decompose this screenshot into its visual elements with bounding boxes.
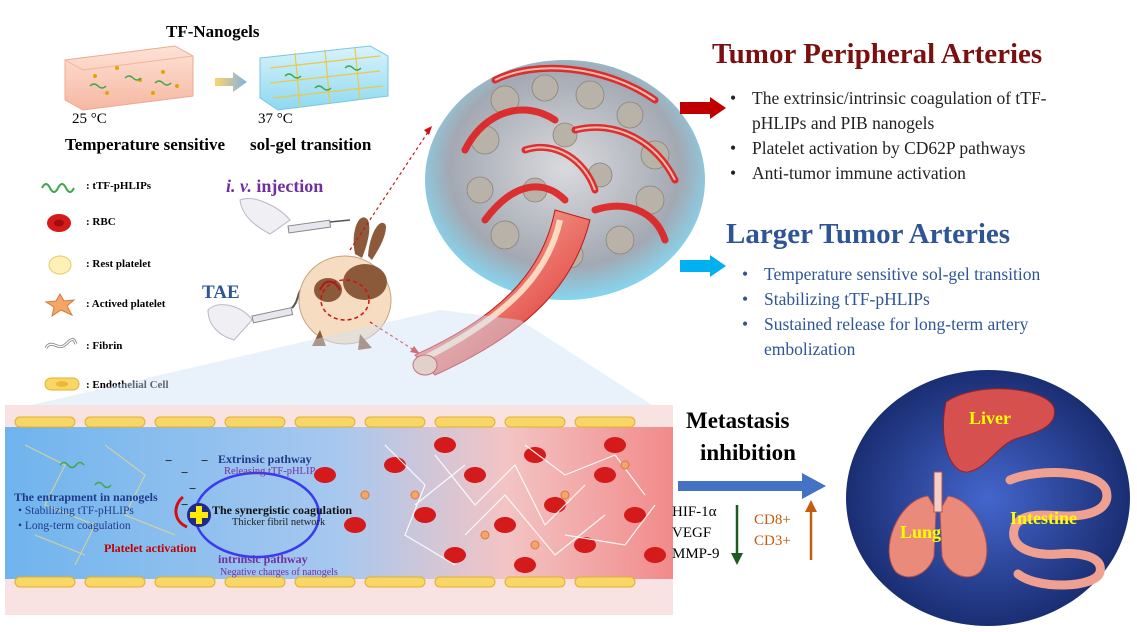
peripheral-item-0: The extrinsic/intrinsic coagulation of t…	[726, 86, 1096, 136]
blood-vessel-illustration: −−−−−	[5, 405, 673, 615]
projection-fan	[10, 310, 660, 410]
rbc-icon	[47, 214, 71, 232]
iv-rest: injection	[251, 176, 324, 196]
liver-icon	[942, 388, 1055, 473]
tTF-pHLIP-icon	[41, 183, 75, 193]
iv-italic: i. v.	[226, 176, 252, 196]
legend-label-1: : RBC	[86, 216, 116, 228]
larger-list: Temperature sensitive sol-gel transition…	[738, 262, 1108, 362]
legend-label-2: : Rest platelet	[86, 258, 151, 270]
blue-arrow-icon	[678, 473, 826, 499]
larger-item-2: Sustained release for long-term artery e…	[738, 312, 1094, 362]
longterm-label: • Long-term coagulation	[18, 520, 131, 532]
intrinsic-label: intrinsic pathway	[218, 552, 308, 566]
tae-label: TAE	[202, 282, 240, 303]
red-arrow-icon	[680, 97, 726, 119]
organ-circle-illustration	[846, 370, 1130, 626]
organ-label-lung: Lung	[900, 522, 942, 542]
metastasis-line1: Metastasis	[686, 408, 790, 433]
metastasis-line2: inhibition	[700, 440, 796, 465]
legend-label-3: : Actived platelet	[86, 298, 166, 310]
larger-item-1: Stabilizing tTF-pHLIPs	[738, 287, 1108, 312]
peripheral-item-1: Platelet activation by CD62P pathways	[726, 136, 1096, 161]
temp-left: 25 °C	[72, 111, 107, 127]
platelet-activation-label: Platelet activation	[104, 541, 197, 555]
entrapment-label: The entrapment in nanogels	[14, 490, 158, 504]
nanogel-blocks-illustration	[64, 45, 389, 111]
peripheral-item-2: Anti-tumor immune activation	[726, 161, 1096, 186]
down-item-1: VEGF	[672, 525, 712, 541]
rest-platelet-icon	[48, 255, 72, 275]
lung-icon	[888, 471, 988, 578]
svg-text:−: −	[181, 465, 188, 480]
iv-injection-label: i. v. injection	[226, 176, 323, 197]
temp-right: 37 °C	[258, 111, 293, 127]
legend-label-0: : tTF-pHLIPs	[86, 180, 152, 192]
label-temperature-sensitive: Temperature sensitive	[65, 135, 226, 154]
label-sol-gel: sol-gel transition	[250, 135, 372, 154]
rabbit-icon	[298, 217, 392, 350]
negative-label: Negative charges of nanogels	[220, 567, 338, 578]
down-arrow-icon	[731, 505, 743, 565]
down-item-0: HIF-1α	[672, 504, 717, 520]
intestine-icon	[1005, 468, 1112, 590]
legend-label-5: : Endothelial Cell	[86, 379, 169, 391]
larger-title: Larger Tumor Arteries	[726, 218, 1011, 250]
rabbit-injection-illustration	[207, 198, 392, 350]
releasing-label: Releasing tTF-pHLIP	[224, 466, 316, 477]
thicker-label: Thicker fibril network	[232, 517, 326, 528]
extrinsic-label: Extrinsic pathway	[218, 452, 312, 466]
svg-text:−: −	[201, 453, 208, 468]
upregulated-list: CD8+ CD3+	[754, 510, 791, 552]
fibrin-icon	[44, 337, 78, 349]
up-arrow-icon	[805, 500, 817, 560]
up-item-1: CD3+	[754, 533, 791, 549]
peripheral-title: Tumor Peripheral Arteries	[712, 38, 1043, 70]
endothelial-cell-icon	[44, 377, 80, 391]
organ-label-liver: Liver	[969, 408, 1011, 428]
svg-text:−: −	[181, 497, 188, 512]
synergy-cross-icon	[187, 503, 211, 527]
actived-platelet-icon	[44, 292, 76, 318]
organ-label-intestine: Intestine	[1010, 508, 1077, 528]
dashed-pointer-lines	[349, 125, 433, 355]
down-item-2: MMP-9	[672, 546, 720, 562]
stabilizing-label: • Stabilizing tTF-pHLIPs	[18, 505, 134, 517]
larger-item-0: Temperature sensitive sol-gel transition	[738, 262, 1108, 287]
peripheral-list: The extrinsic/intrinsic coagulation of t…	[726, 86, 1096, 186]
legend: : tTF-pHLIPs : RBC : Rest platelet : Act…	[38, 176, 198, 396]
downregulated-list: HIF-1α VEGF MMP-9	[672, 502, 720, 565]
svg-text:−: −	[189, 481, 196, 496]
up-item-0: CD8+	[754, 512, 791, 528]
tf-nanogels-title: TF-Nanogels	[166, 22, 260, 41]
synergistic-label: The synergistic coagulation	[212, 503, 352, 517]
cyan-arrow-icon	[680, 255, 726, 277]
svg-text:−: −	[165, 453, 172, 468]
syringe-top-icon	[239, 198, 351, 235]
legend-label-4: : Fibrin	[86, 340, 123, 352]
tumor-vasculature-illustration	[412, 60, 705, 376]
